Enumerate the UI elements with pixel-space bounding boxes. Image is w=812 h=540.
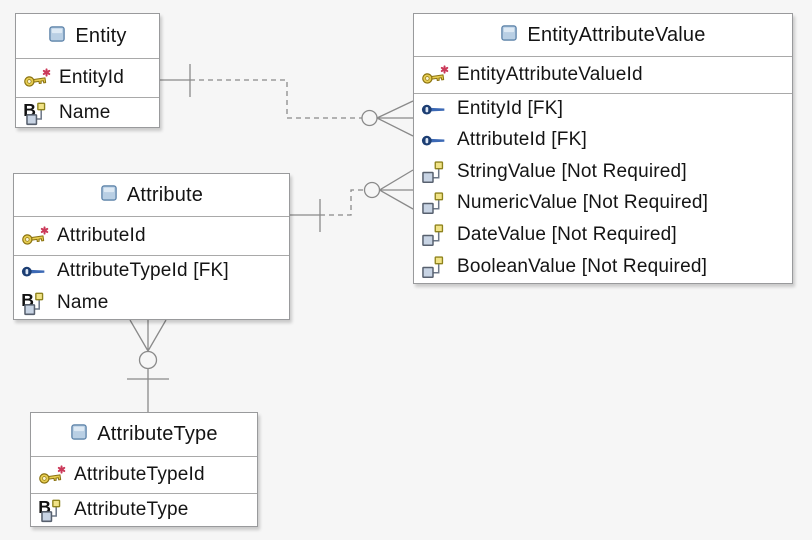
table-title: AttributeType <box>97 423 218 445</box>
columns-section: EntityId [FK] AttributeId [FK] StringVal… <box>414 94 792 283</box>
column-label: NumericValue [Not Required] <box>457 192 709 214</box>
cardinality-zero-circle <box>363 181 381 199</box>
crows-foot-icon <box>376 100 414 137</box>
columns-section: AttributeTypeId [FK] B Name <box>14 256 289 319</box>
column-b-icon: B <box>38 497 74 523</box>
column-row[interactable]: AttributeTypeId <box>31 457 257 493</box>
table-icon <box>100 184 118 207</box>
relationship-entity-to-entityattributevalue[interactable] <box>160 64 414 137</box>
column-row[interactable]: B AttributeType <box>31 494 257 526</box>
column-label: EntityAttributeValueId <box>457 64 643 85</box>
column-label: BooleanValue [Not Required] <box>457 256 708 278</box>
relationship-dashed-segment <box>320 189 364 216</box>
table-header: EntityAttributeValue <box>414 14 792 57</box>
column-label: AttributeTypeId [FK] <box>57 260 229 281</box>
table-header: Entity <box>16 14 159 59</box>
fk-key-icon <box>421 129 457 152</box>
column-row[interactable]: StringValue [Not Required] <box>414 156 792 188</box>
relationship-dashed-segment <box>190 79 362 119</box>
table-entityattributevalue[interactable]: EntityAttributeValue EntityAttributeValu… <box>413 13 793 284</box>
table-attributetype[interactable]: AttributeType AttributeTypeId B Attribut… <box>30 412 258 527</box>
columns-section: B Name <box>16 98 159 127</box>
column-row[interactable]: AttributeId [FK] <box>414 125 792 156</box>
pk-key-icon <box>21 225 57 247</box>
table-icon <box>48 25 66 48</box>
table-header: AttributeType <box>31 413 257 457</box>
table-icon <box>500 24 518 47</box>
column-label: Name <box>59 101 111 123</box>
primary-key-section: AttributeTypeId <box>31 457 257 494</box>
column-row[interactable]: EntityId <box>16 59 159 97</box>
table-title: Attribute <box>126 183 204 206</box>
column-label: AttributeId <box>57 225 146 246</box>
column-label: AttributeType <box>74 499 189 520</box>
table-entity[interactable]: Entity EntityId B Name <box>15 13 160 128</box>
columns-section: B AttributeType <box>31 494 257 526</box>
table-icon <box>70 423 88 446</box>
column-label: Name <box>57 291 109 313</box>
primary-key-section: EntityId <box>16 59 159 98</box>
column-b-icon: B <box>21 290 57 316</box>
pk-key-icon <box>23 67 59 89</box>
column-row[interactable]: B Name <box>14 286 289 319</box>
column-row[interactable]: AttributeTypeId [FK] <box>14 256 289 286</box>
table-attribute[interactable]: Attribute AttributeId AttributeTypeId [F… <box>13 173 290 320</box>
crows-foot-icon <box>379 169 414 210</box>
relationship-attributetype-to-attribute[interactable] <box>127 319 169 412</box>
pk-key-icon <box>38 464 74 486</box>
column-row[interactable]: EntityId [FK] <box>414 94 792 125</box>
column-row[interactable]: EntityAttributeValueId <box>414 57 792 93</box>
column-icon <box>421 255 457 279</box>
column-label: AttributeId [FK] <box>457 129 587 151</box>
primary-key-section: AttributeId <box>14 217 289 256</box>
pk-key-icon <box>421 64 457 86</box>
column-icon <box>421 191 457 215</box>
column-row[interactable]: NumericValue [Not Required] <box>414 187 792 219</box>
column-label: EntityId <box>59 67 124 88</box>
primary-key-section: EntityAttributeValueId <box>414 57 792 94</box>
column-icon <box>421 223 457 247</box>
fk-key-icon <box>21 260 57 283</box>
column-row[interactable]: B Name <box>16 98 159 127</box>
cardinality-zero-circle <box>138 350 158 370</box>
cardinality-zero-circle <box>361 109 378 127</box>
column-label: EntityId [FK] <box>457 98 564 120</box>
table-header: Attribute <box>14 174 289 217</box>
column-label: DateValue [Not Required] <box>457 224 677 246</box>
column-icon <box>421 160 457 184</box>
table-title: EntityAttributeValue <box>527 23 706 46</box>
fk-key-icon <box>421 98 457 121</box>
column-row[interactable]: AttributeId <box>14 217 289 255</box>
column-b-icon: B <box>23 100 59 126</box>
column-row[interactable]: BooleanValue [Not Required] <box>414 251 792 283</box>
column-row[interactable]: DateValue [Not Required] <box>414 219 792 251</box>
relationship-attribute-to-entityattributevalue[interactable] <box>290 169 414 232</box>
crows-foot-icon <box>129 319 167 352</box>
table-title: Entity <box>75 24 127 47</box>
column-label: StringValue [Not Required] <box>457 160 687 182</box>
column-label: AttributeTypeId <box>74 464 205 485</box>
